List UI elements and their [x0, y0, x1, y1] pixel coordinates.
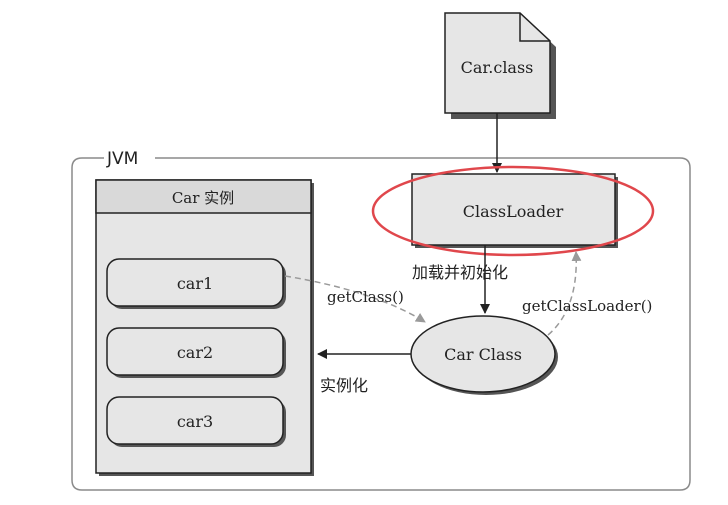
classloader-node: ClassLoader: [411, 173, 618, 248]
classloader-label: ClassLoader: [463, 202, 564, 221]
getclassloader-dashed-arrow: [547, 251, 582, 336]
instance-label: car2: [177, 343, 213, 362]
instantiate-label: 实例化: [320, 376, 368, 395]
getclass-label: getClass(): [327, 288, 404, 306]
instance-label: car1: [177, 274, 213, 293]
jvm-frame: JVM: [71, 149, 691, 491]
car-class-node: Car Class: [410, 315, 558, 395]
instance-label: car3: [177, 412, 213, 431]
instance-car1: car1: [106, 258, 286, 309]
instances-panel-title: Car 实例: [172, 189, 234, 207]
highlight-ring: [371, 165, 655, 257]
car-class-label: Car Class: [444, 345, 522, 364]
class-file-icon: Car.class: [444, 12, 556, 119]
jvm-label: JVM: [106, 149, 138, 169]
instance-car3: car3: [106, 396, 286, 447]
getclass-dashed-arrow: [284, 275, 426, 323]
class-file-label: Car.class: [461, 58, 534, 77]
load-init-label: 加载并初始化: [412, 263, 508, 282]
instance-car2: car2: [106, 327, 286, 378]
getclassloader-label: getClassLoader(): [522, 297, 652, 315]
